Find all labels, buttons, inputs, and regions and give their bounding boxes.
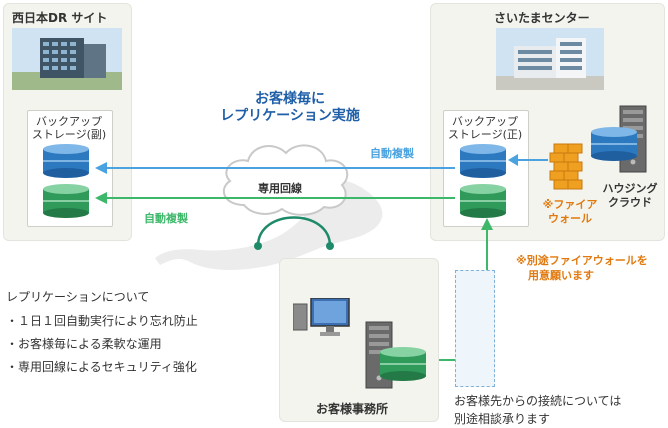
connection-note: お客様先からの接続については 別途相談承ります <box>454 392 621 428</box>
auto-copy-blue-arrow <box>95 162 455 174</box>
west-storage-blue-icon <box>43 144 89 178</box>
headline-line1: お客様毎に <box>255 91 325 107</box>
housing-storage-icon <box>591 127 637 161</box>
replication-note-item: ・専用回線によるセキュリティ強化 <box>6 360 197 374</box>
east-storage-label: バックアップ ストレージ(正) <box>443 115 527 141</box>
east-site-title: さいたまセンター <box>494 11 590 25</box>
housing-cloud-label: ハウジング クラウド <box>598 182 662 210</box>
firewall-icon <box>549 143 583 190</box>
replication-notes-title: レプリケーションについて <box>6 290 150 304</box>
housing-label-line1: ハウジング <box>602 182 658 195</box>
computer-icon <box>293 298 350 336</box>
dedicated-line-label: 専用回線 <box>258 182 302 195</box>
replication-note-item: ・１日１回自動実行により忘れ防止 <box>6 314 198 328</box>
firewall-label: ※ファイア ウォール <box>538 198 602 226</box>
separate-firewall-line1: ※別途ファイアウォールを <box>516 254 648 267</box>
connection-note-line1: お客様先からの接続については <box>454 394 622 408</box>
firewall-placeholder-box <box>455 270 495 387</box>
east-storage-green-icon <box>460 184 506 218</box>
separate-firewall-line2: 用意願います <box>528 269 594 282</box>
firewall-label-line2: ウォール <box>548 212 592 225</box>
west-storage-label-line2: ストレージ(副) <box>31 128 107 141</box>
connection-note-line2: 別途相談承ります <box>454 412 551 426</box>
auto-copy-bottom-label: 自動複製 <box>144 212 188 225</box>
housing-to-storage-arrow <box>508 154 548 166</box>
office-title: お客様事務所 <box>316 402 389 416</box>
west-storage-label-line1: バックアップ <box>36 115 102 128</box>
auto-copy-top-label: 自動複製 <box>370 147 414 160</box>
west-storage-label: バックアップ ストレージ(副) <box>27 115 111 141</box>
auto-copy-green-arrow <box>95 192 455 204</box>
west-storage-green-icon <box>43 184 89 218</box>
east-storage-label-line2: ストレージ(正) <box>447 128 523 141</box>
west-site-title: 西日本DR サイト <box>12 11 108 25</box>
separate-firewall-note: ※別途ファイアウォールを 用意願います <box>516 253 648 283</box>
housing-label-line2: クラウド <box>608 196 652 209</box>
dedicated-line-connector <box>254 216 334 250</box>
office-storage-icon <box>380 347 426 381</box>
building-icon <box>12 28 122 90</box>
replication-note-item: ・お客様毎による柔軟な運用 <box>6 337 162 351</box>
headline: お客様毎に レプリケーション実施 <box>215 91 365 125</box>
building-icon <box>496 28 604 90</box>
firewall-label-line1: ※ファイア <box>542 198 598 211</box>
headline-line2: レプリケーション実施 <box>220 108 360 124</box>
office-panel <box>279 258 439 422</box>
east-storage-blue-icon <box>460 144 506 178</box>
east-storage-label-line1: バックアップ <box>452 115 518 128</box>
